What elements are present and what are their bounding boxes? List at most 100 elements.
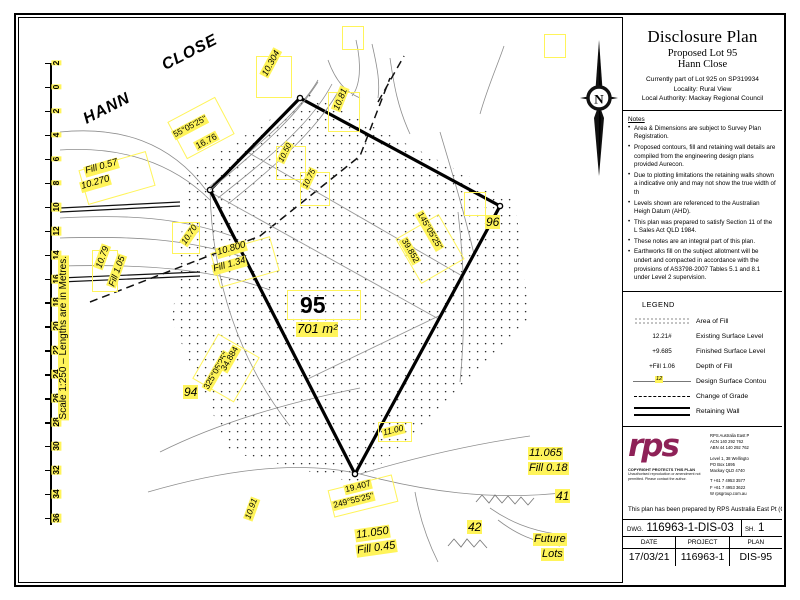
fill-east-line2: Fill 0.18 — [528, 462, 569, 475]
rps-logo: rps — [628, 433, 706, 461]
info-col-date: DATE17/03/21 — [623, 537, 676, 566]
meta-local-authority: Local Authority: Mackay Regional Council — [628, 94, 777, 104]
sheet-label: SH. — [745, 527, 755, 533]
legend-row-existing-surface-level: 12.21# Existing Surface Level — [628, 329, 777, 344]
north-arrow-label: N — [594, 92, 604, 107]
scale-tick-label: 32 — [51, 465, 61, 474]
lot-area: 701 m² — [296, 322, 338, 337]
scale-bar: 2024681012141618202224262830323436 Scale… — [38, 55, 64, 533]
future-lots-line1: Future — [533, 533, 567, 546]
note-item: Area & Dimensions are subject to Survey … — [628, 125, 777, 143]
info-col-project: PROJECT116963-1 — [676, 537, 729, 566]
level-spot-box-a — [464, 192, 486, 216]
note-item: Due to plotting limitations the retainin… — [628, 172, 777, 198]
rps-copyright-body: Unauthorised reproduction or amendment n… — [628, 472, 706, 482]
design-contour-sample: 12 — [655, 376, 663, 382]
note-item: Proposed contours, fill and retaining wa… — [628, 144, 777, 170]
rps-copyright-heading: COPYRIGHT PROTECTS THIS PLAN — [628, 467, 695, 472]
notes-section: Notes Area & Dimensions are subject to S… — [623, 111, 782, 292]
legend-label: Retaining Wall — [696, 408, 740, 415]
info-col-value: DIS-95 — [730, 549, 782, 566]
legend-heading: LEGEND — [642, 300, 777, 309]
legend-row-finished-surface-level: +9.685 Finished Surface Level — [628, 344, 777, 359]
north-arrow: N — [578, 38, 620, 178]
drawing-number-row: DWG. 116963-1-DIS-03 SH. 1 — [623, 520, 782, 537]
legend-section: LEGEND Area of Fill 12.21# Existing Surfac… — [623, 292, 782, 427]
legend-label: Existing Surface Level — [696, 333, 763, 340]
info-col-plan: PLANDIS-95 — [730, 537, 782, 566]
rps-phone: T +61 7 4953 3577 — [710, 478, 749, 484]
scale-tick-label: 0 — [51, 85, 61, 90]
neighbour-lot-96: 96 — [485, 215, 500, 229]
info-table: DATE17/03/21PROJECT116963-1PLANDIS-95 — [623, 537, 782, 566]
retaining-wall-icon — [628, 407, 696, 416]
legend-label: Finished Surface Level — [696, 348, 765, 355]
note-item: This plan was prepared to satisfy Sectio… — [628, 219, 777, 237]
info-col-header: DATE — [623, 537, 675, 549]
street-subtitle: Hann Close — [628, 59, 777, 70]
existing-surface-level-sample: 12.21# — [652, 333, 671, 340]
scale-tick-label: 4 — [51, 132, 61, 137]
legend-row-design-surface-contour: 12 Design Surface Contou — [628, 374, 777, 389]
scale-tick-label: 2 — [51, 109, 61, 114]
depth-of-fill-icon: +Fill 1.06 — [628, 363, 696, 370]
future-lots-line2: Lots — [541, 548, 564, 561]
legend-row-change-of-grade: Change of Grade — [628, 389, 777, 404]
info-col-header: PROJECT — [676, 537, 728, 549]
future-lot-boundary — [448, 495, 534, 548]
legend-label: Depth of Fill — [696, 363, 732, 370]
info-col-header: PLAN — [730, 537, 782, 549]
scale-bar-caption: Scale 1:250 – Lengths are in Metres. — [58, 255, 69, 420]
meta-current-lot: Currently part of Lot 925 on SP319934 — [628, 75, 777, 85]
scale-tick-label: 2 — [51, 61, 61, 66]
scale-tick-label: 6 — [51, 156, 61, 161]
neighbour-lot-42: 42 — [467, 520, 482, 534]
note-item: Earthworks fill on the subject allotment… — [628, 248, 777, 283]
scale-tick-label: 36 — [51, 513, 61, 522]
rps-contact: RPS Australia East P ACN 140 292 762 ABN… — [706, 433, 749, 502]
finished-surface-level-sample: +9.685 — [652, 348, 671, 355]
neighbour-lot-94: 94 — [183, 385, 198, 399]
prepared-by-statement: This plan has been prepared by RPS Austr… — [623, 503, 782, 519]
title-panel: Disclosure Plan Proposed Lot 95 Hann Clo… — [622, 17, 782, 583]
sheet-value: 1 — [758, 522, 764, 534]
scale-tick-label: 10 — [51, 202, 61, 211]
notes-heading: Notes — [628, 116, 777, 123]
fill-east-line1: 11.065 — [528, 447, 563, 460]
level-10-70-box — [172, 222, 200, 254]
note-item: These notes are an integral part of this… — [628, 238, 777, 247]
map-drawing-area: HANN CLOSE 95 701 m² 96 94 41 42 Future … — [60, 22, 616, 580]
info-col-value: 17/03/21 — [623, 549, 675, 566]
scale-tick-label: 34 — [51, 489, 61, 498]
rps-section: rps COPYRIGHT PROTECTS THIS PLAN Unautho… — [623, 427, 782, 521]
rps-address-1: Level 1, 38 Wellingto — [710, 456, 749, 462]
legend-row-area-of-fill: Area of Fill — [628, 314, 777, 329]
legend-label: Design Surface Contou — [696, 378, 766, 385]
dwg-value: 116963-1-DIS-03 — [646, 522, 733, 534]
area-of-fill-region — [172, 94, 530, 484]
area-of-fill-icon — [628, 317, 696, 326]
notes-list: Area & Dimensions are subject to Survey … — [628, 125, 777, 284]
meta-locality: Locality: Rural View — [628, 85, 777, 95]
legend-row-depth-of-fill: +Fill 1.06 Depth of Fill — [628, 359, 777, 374]
scale-tick-label: 8 — [51, 180, 61, 185]
legend-rows: Area of Fill 12.21# Existing Surface Level… — [628, 314, 777, 419]
scale-tick-label: 30 — [51, 441, 61, 450]
depth-of-fill-sample: +Fill 1.06 — [649, 363, 675, 370]
scale-tick-label: 12 — [51, 226, 61, 235]
info-col-value: 116963-1 — [676, 549, 728, 566]
level-11-00-box — [378, 422, 412, 442]
level-spot-box-c — [544, 34, 566, 58]
rps-abn: ABN 44 140 292 762 — [710, 445, 749, 451]
level-spot-box-b — [342, 26, 364, 50]
existing-surface-level-icon: 12.21# — [628, 333, 696, 340]
finished-surface-level-icon: +9.685 — [628, 348, 696, 355]
rps-web: W rpsgroup.com.au — [710, 491, 749, 497]
title-header-section: Disclosure Plan Proposed Lot 95 Hann Clo… — [623, 17, 782, 111]
note-item: Levels shown are referenced to the Austr… — [628, 200, 777, 218]
lot-number: 95 — [300, 292, 326, 319]
proposed-lot-subtitle: Proposed Lot 95 — [628, 48, 777, 59]
legend-label: Change of Grade — [696, 393, 748, 400]
legend-row-retaining-wall: Retaining Wall — [628, 404, 777, 419]
